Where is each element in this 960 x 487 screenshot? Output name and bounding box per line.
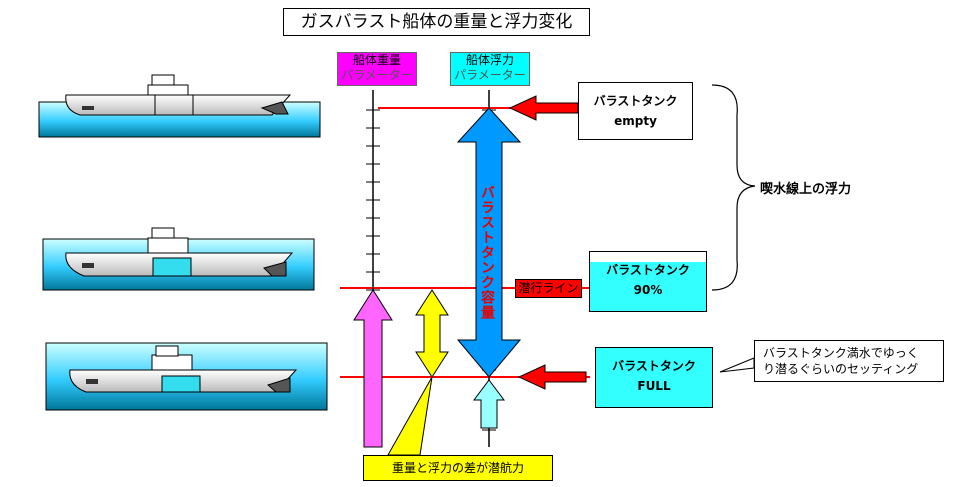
weight-parameter-label: 船体重量 パラメーター bbox=[337, 52, 417, 86]
waterline-buoyancy-label: 喫水線上の浮力 bbox=[760, 182, 852, 197]
tank-empty-line2: empty bbox=[614, 114, 657, 128]
buoyancy-param-line1: 船体浮力 bbox=[465, 53, 514, 67]
tank-90-box: バラストタンク 90% bbox=[589, 251, 707, 312]
tank-90-line1: バラストタンク bbox=[606, 263, 690, 277]
note-callout-tail bbox=[719, 357, 755, 373]
tank-90-line2: 90% bbox=[633, 283, 663, 297]
submarine-full bbox=[45, 342, 328, 411]
tank-empty-line1: バラストタンク bbox=[593, 94, 678, 108]
tank-full-line2: FULL bbox=[637, 379, 671, 393]
page-title: ガスバラスト船体の重量と浮力変化 bbox=[283, 8, 590, 36]
empty-pointer-arrow bbox=[508, 95, 579, 121]
weight-param-line2: パラメーター bbox=[341, 68, 413, 82]
buoyancy-up-arrow bbox=[473, 379, 505, 429]
tank-full-line1: バラストタンク bbox=[612, 359, 696, 373]
weight-param-line1: 船体重量 bbox=[352, 53, 401, 67]
ballast-capacity-arrow bbox=[456, 107, 522, 378]
setting-note: バラストタンク満水でゆっく り潜るぐらいのセッティング bbox=[754, 340, 944, 382]
diving-power-arrow bbox=[415, 289, 449, 378]
setting-note-line2: り潜るぐらいのセッティング bbox=[763, 362, 919, 376]
submarine-surfaced bbox=[38, 74, 321, 138]
buoyancy-parameter-label: 船体浮力 パラメーター bbox=[450, 52, 530, 86]
tank-full-box: バラストタンク FULL bbox=[595, 347, 713, 408]
waterline-bracket bbox=[711, 84, 756, 291]
diving-power-label: 重量と浮力の差が潜航力 bbox=[363, 455, 553, 481]
weight-up-arrow bbox=[353, 289, 393, 448]
tank-empty-box: バラストタンク empty bbox=[578, 82, 693, 140]
dive-line-label: 潜行ライン bbox=[515, 279, 582, 298]
buoyancy-param-line2: パラメーター bbox=[454, 68, 526, 82]
submarine-90 bbox=[42, 227, 315, 291]
diving-power-callout-tail bbox=[387, 376, 433, 456]
setting-note-line1: バラストタンク満水でゆっく bbox=[763, 346, 919, 360]
full-pointer-arrow bbox=[517, 364, 587, 390]
ballast-capacity-label: バラストタンク容量 bbox=[479, 185, 495, 320]
